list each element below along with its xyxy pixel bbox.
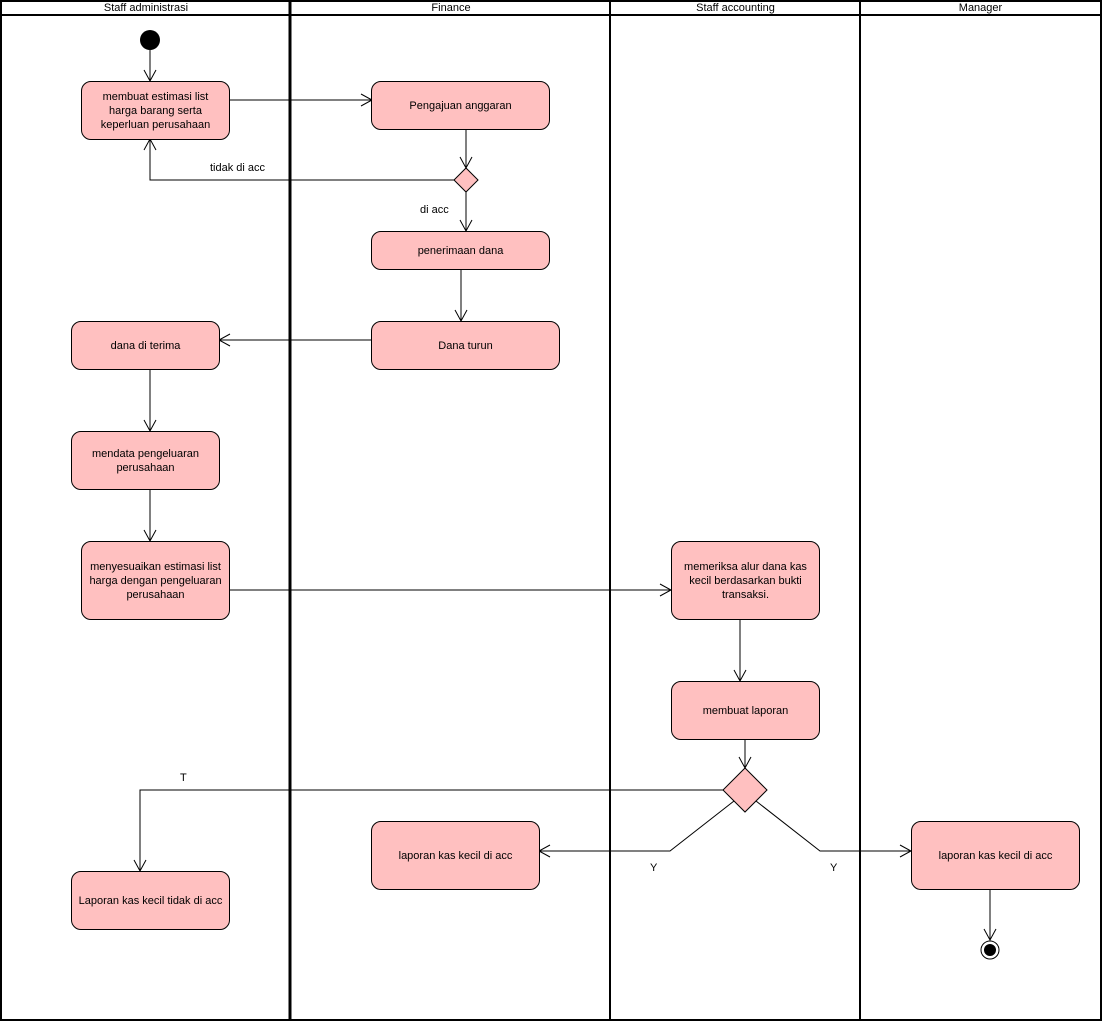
lane-header-staff-administrasi: Staff administrasi bbox=[103, 2, 189, 14]
decision-acc bbox=[453, 167, 479, 193]
edge-label-y-right: Y bbox=[830, 862, 838, 874]
activity-membuat-estimasi[interactable]: membuat estimasi list harga barang serta… bbox=[81, 81, 230, 140]
activity-membuat-laporan[interactable]: membuat laporan bbox=[671, 681, 820, 740]
activity-dana-di-terima[interactable]: dana di terima bbox=[71, 321, 220, 370]
activity-menyesuaikan-estimasi[interactable]: menyesuaikan estimasi list harga dengan … bbox=[81, 541, 230, 620]
flow-y-left bbox=[537, 800, 735, 858]
flow-y-right bbox=[755, 800, 913, 858]
edge-label-y-left: Y bbox=[650, 862, 658, 874]
activity-memeriksa-alur-dana[interactable]: memeriksa alur dana kas kecil berdasarka… bbox=[671, 541, 820, 620]
decision-laporan bbox=[722, 767, 768, 813]
edge-label-tidak-di-acc: tidak di acc bbox=[210, 162, 266, 174]
activity-mendata-pengeluaran[interactable]: mendata pengeluaran perusahaan bbox=[71, 431, 220, 490]
lane-header-finance: Finance bbox=[431, 2, 471, 14]
edge-label-di-acc: di acc bbox=[420, 204, 449, 216]
activity-dana-turun[interactable]: Dana turun bbox=[371, 321, 560, 370]
lane-header-staff-accounting: Staff accounting bbox=[696, 2, 775, 14]
flow-t bbox=[133, 789, 723, 873]
activity-pengajuan-anggaran[interactable]: Pengajuan anggaran bbox=[371, 81, 550, 130]
activity-laporan-acc-finance[interactable]: laporan kas kecil di acc bbox=[371, 821, 540, 890]
activity-laporan-tidak-acc[interactable]: Laporan kas kecil tidak di acc bbox=[71, 871, 230, 930]
edge-label-t: T bbox=[180, 772, 187, 784]
final-node bbox=[980, 940, 1000, 960]
initial-node bbox=[140, 30, 160, 50]
activity-penerimaan-dana[interactable]: penerimaan dana bbox=[371, 231, 550, 270]
flow-tidak-acc bbox=[143, 137, 454, 181]
activity-laporan-acc-manager[interactable]: laporan kas kecil di acc bbox=[911, 821, 1080, 890]
lane-header-manager: Manager bbox=[958, 2, 1003, 14]
control-flows bbox=[133, 50, 997, 942]
